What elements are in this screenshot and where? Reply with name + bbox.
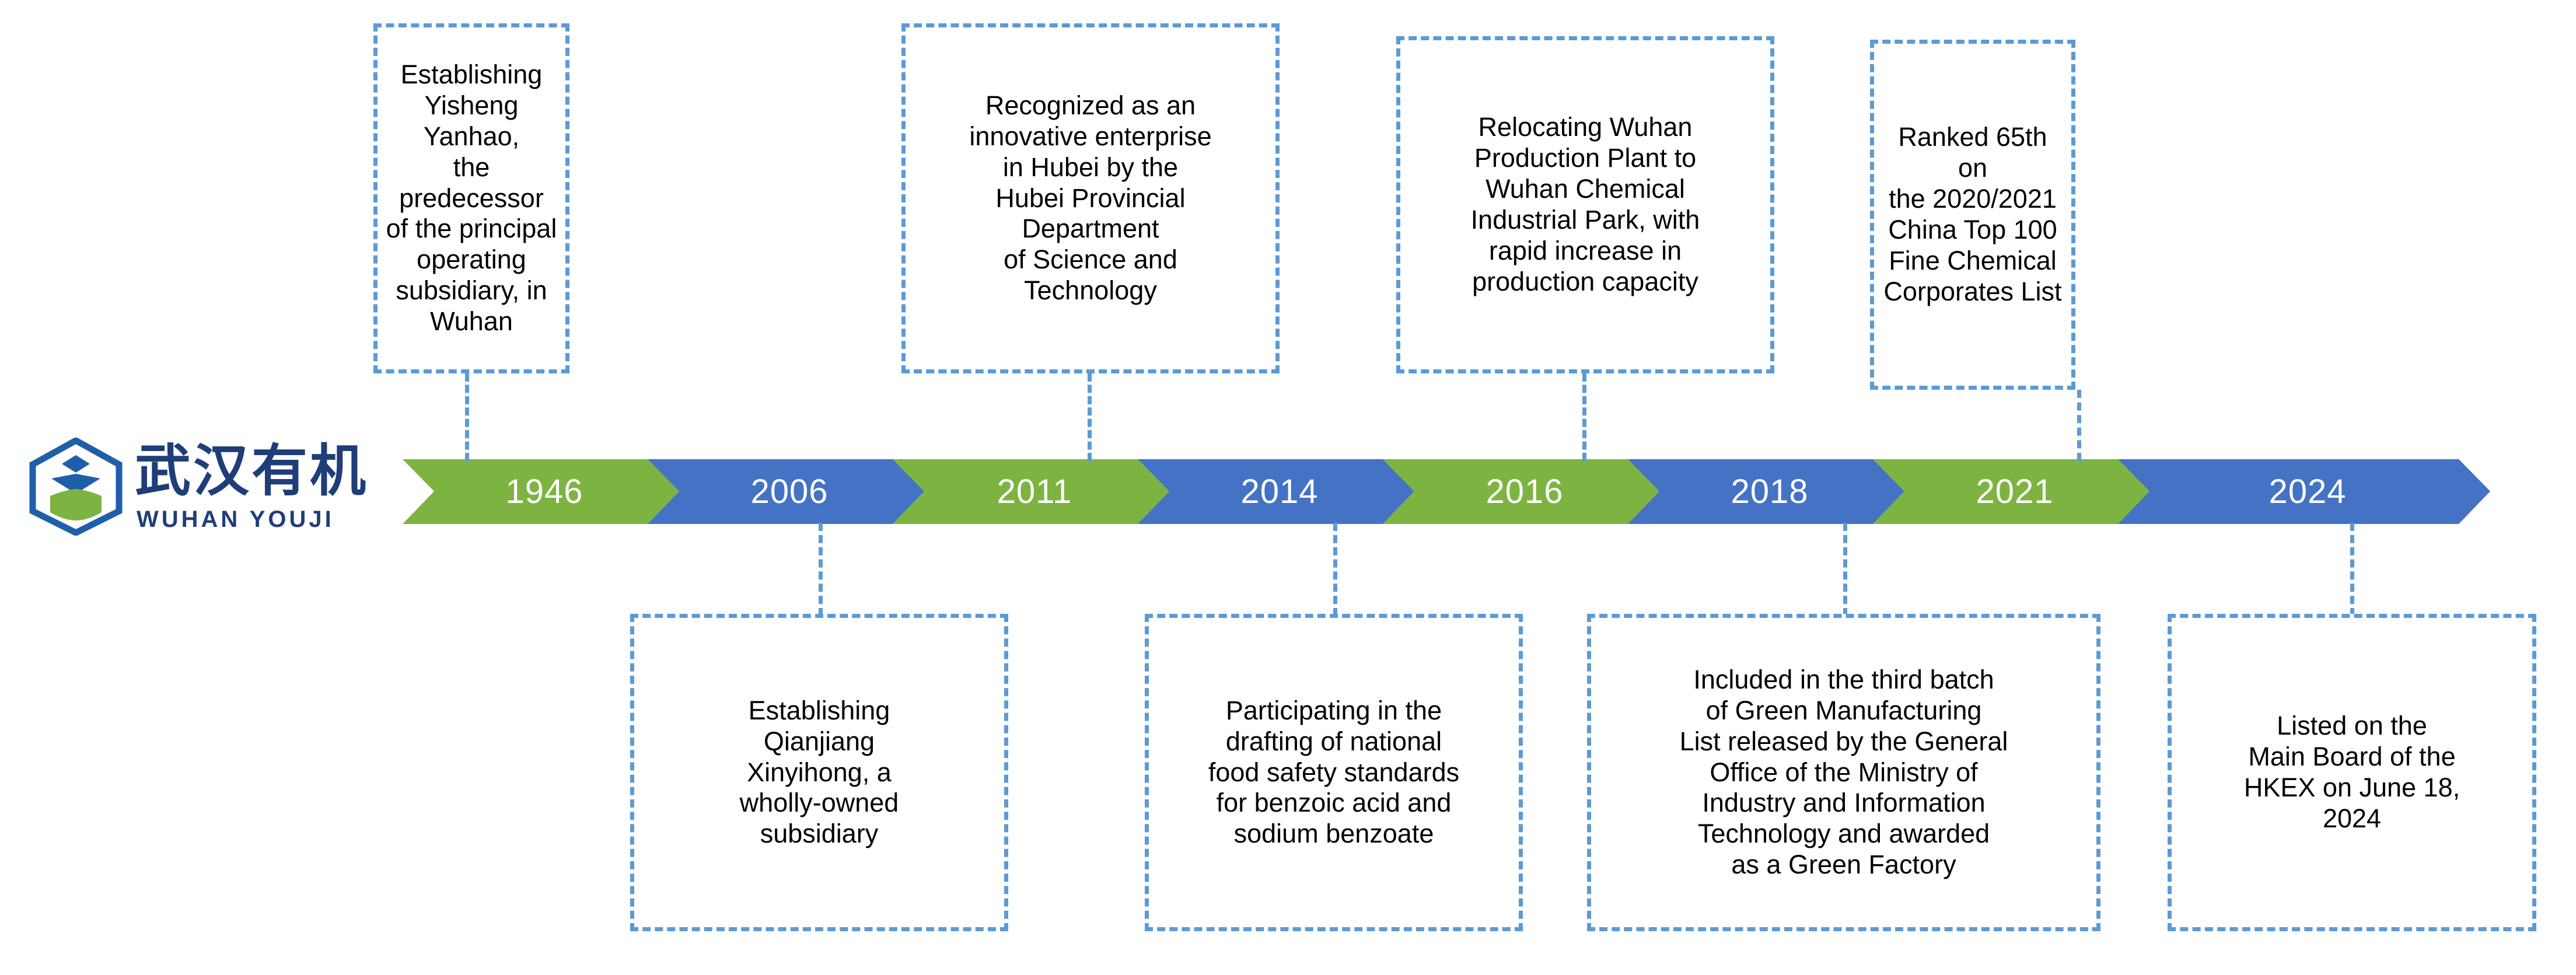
timeline-band: 1946 2006 2011 2014 2016 2018 2021 2024 xyxy=(403,459,2490,524)
timeline-year-2021: 2021 xyxy=(1976,473,2054,511)
connector-2021 xyxy=(2077,390,2081,461)
timeline-year-2018: 2018 xyxy=(1731,473,1809,511)
timeline-segment-2011[interactable]: 2011 xyxy=(893,459,1169,524)
event-box-2014[interactable]: Participating in the drafting of nationa… xyxy=(1145,614,1523,931)
event-box-2021[interactable]: Ranked 65th on the 2020/2021 China Top 1… xyxy=(1870,40,2075,390)
connector-2014 xyxy=(1333,523,1337,616)
timeline-segment-2006[interactable]: 2006 xyxy=(648,459,924,524)
event-box-2024[interactable]: Listed on the Main Board of the HKEX on … xyxy=(2168,614,2536,931)
connector-1946 xyxy=(465,373,469,461)
logo-chinese-text: 武汉有机 xyxy=(135,438,368,504)
timeline-segment-2018[interactable]: 2018 xyxy=(1628,459,1904,524)
timeline-segment-1946[interactable]: 1946 xyxy=(403,459,679,524)
event-text-2016: Relocating Wuhan Production Plant to Wuh… xyxy=(1470,112,1700,296)
event-text-1946: Establishing Yisheng Yanhao, the predece… xyxy=(386,60,557,337)
connector-2006 xyxy=(819,523,823,616)
hexagon-leaf-mark xyxy=(29,438,123,536)
timeline-year-1946: 1946 xyxy=(505,473,583,511)
event-text-2011: Recognized as an innovative enterprise i… xyxy=(969,90,1212,306)
timeline-segment-2014[interactable]: 2014 xyxy=(1138,459,1414,524)
connector-2011 xyxy=(1088,373,1092,461)
timeline-year-2016: 2016 xyxy=(1486,473,1564,511)
connector-2024 xyxy=(2350,523,2354,616)
timeline-segment-2024[interactable]: 2024 xyxy=(2118,459,2490,524)
event-box-2018[interactable]: Included in the third batch of Green Man… xyxy=(1587,614,2100,931)
event-box-1946[interactable]: Establishing Yisheng Yanhao, the predece… xyxy=(373,23,569,373)
logo-english-name: WUHAN YOUJI xyxy=(137,506,334,532)
timeline-year-2006: 2006 xyxy=(750,473,829,511)
timeline-year-2011: 2011 xyxy=(997,473,1072,511)
event-box-2011[interactable]: Recognized as an innovative enterprise i… xyxy=(901,23,1280,373)
timeline-year-2014: 2014 xyxy=(1240,473,1319,511)
event-box-2006[interactable]: Establishing Qianjiang Xinyihong, a whol… xyxy=(630,614,1008,931)
event-text-2024: Listed on the Main Board of the HKEX on … xyxy=(2243,711,2460,833)
event-box-2016[interactable]: Relocating Wuhan Production Plant to Wuh… xyxy=(1396,36,1774,373)
event-text-2021: Ranked 65th on the 2020/2021 China Top 1… xyxy=(1883,122,2062,306)
connector-2016 xyxy=(1582,373,1586,461)
timeline-segment-2021[interactable]: 2021 xyxy=(1873,459,2149,524)
event-text-2006: Establishing Qianjiang Xinyihong, a whol… xyxy=(739,695,899,849)
company-logo: 武汉有机 WUHAN YOUJI xyxy=(15,433,377,538)
event-text-2014: Participating in the drafting of nationa… xyxy=(1208,695,1460,849)
event-text-2018: Included in the third batch of Green Man… xyxy=(1679,664,2008,880)
connector-2018 xyxy=(1843,523,1847,616)
logo-chinese-name: 武汉有机 xyxy=(135,439,368,504)
timeline-segment-2016[interactable]: 2016 xyxy=(1383,459,1659,524)
timeline-year-2024: 2024 xyxy=(2269,473,2347,511)
